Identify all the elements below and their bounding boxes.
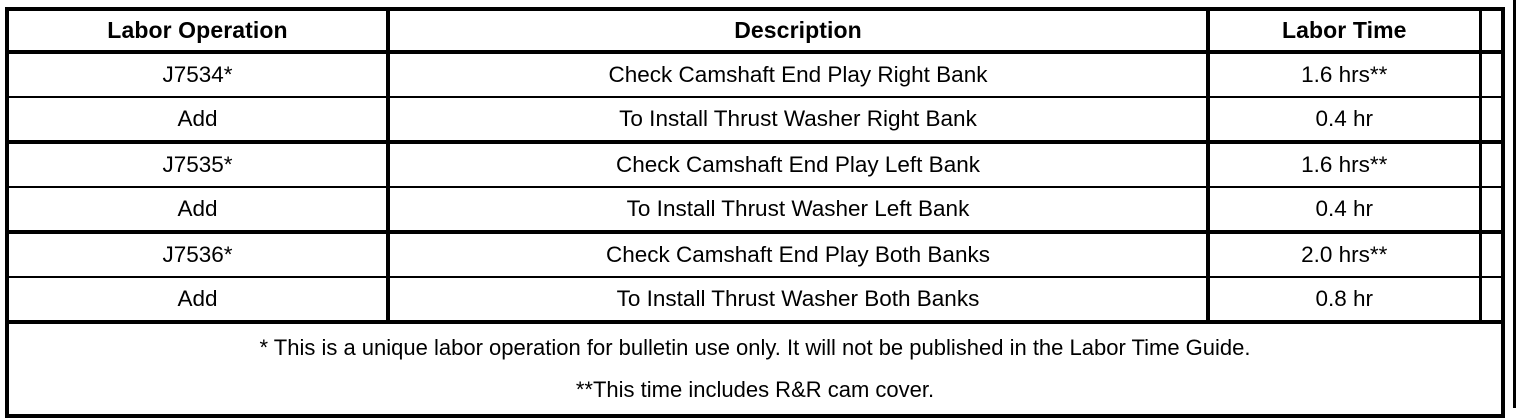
footnote-spacer <box>9 359 1501 379</box>
column-header-description: Description <box>388 9 1210 54</box>
cell-labor-operation: Add <box>7 277 390 324</box>
cell-spacer <box>1480 187 1503 234</box>
column-header-spacer <box>1480 9 1503 54</box>
labor-operations-table: Labor Operation Description Labor Time J… <box>5 7 1505 418</box>
header-row: Labor Operation Description Labor Time <box>7 9 1503 54</box>
cell-description: To Install Thrust Washer Both Banks <box>388 277 1210 324</box>
cell-labor-operation: Add <box>7 187 390 234</box>
footnote-row: * This is a unique labor operation for b… <box>7 322 1503 416</box>
table-header: Labor Operation Description Labor Time <box>7 9 1503 54</box>
table-row: Add To Install Thrust Washer Left Bank 0… <box>7 187 1503 234</box>
table-row: J7534* Check Camshaft End Play Right Ban… <box>7 52 1503 98</box>
cell-labor-operation: J7534* <box>7 52 390 98</box>
page-root: Labor Operation Description Labor Time J… <box>5 0 1516 418</box>
cell-spacer <box>1480 232 1503 278</box>
cell-labor-time: 0.4 hr <box>1208 97 1482 144</box>
cell-description: Check Camshaft End Play Right Bank <box>388 52 1210 98</box>
column-header-labor-time: Labor Time <box>1208 9 1482 54</box>
cell-description: To Install Thrust Washer Right Bank <box>388 97 1210 144</box>
cell-labor-time: 1.6 hrs** <box>1208 142 1482 188</box>
cell-spacer <box>1480 97 1503 144</box>
page-edge-rule <box>1513 0 1516 408</box>
cell-labor-time: 2.0 hrs** <box>1208 232 1482 278</box>
footnote-double-asterisk: **This time includes R&R cam cover. <box>575 377 935 402</box>
cell-description: To Install Thrust Washer Left Bank <box>388 187 1210 234</box>
table-body: J7534* Check Camshaft End Play Right Ban… <box>7 52 1503 416</box>
cell-spacer <box>1480 142 1503 188</box>
footnote-single-asterisk: * This is a unique labor operation for b… <box>259 335 1251 360</box>
cell-description: Check Camshaft End Play Both Banks <box>388 232 1210 278</box>
column-header-labor-operation: Labor Operation <box>7 9 390 54</box>
table-row: J7535* Check Camshaft End Play Left Bank… <box>7 142 1503 188</box>
cell-labor-operation: J7535* <box>7 142 390 188</box>
table-row: J7536* Check Camshaft End Play Both Bank… <box>7 232 1503 278</box>
cell-description: Check Camshaft End Play Left Bank <box>388 142 1210 188</box>
footnotes-block: * This is a unique labor operation for b… <box>7 322 1503 416</box>
cell-labor-operation: Add <box>7 97 390 144</box>
cell-labor-time: 0.8 hr <box>1208 277 1482 324</box>
cell-labor-operation: J7536* <box>7 232 390 278</box>
cell-labor-time: 1.6 hrs** <box>1208 52 1482 98</box>
cell-spacer <box>1480 277 1503 324</box>
table-row: Add To Install Thrust Washer Right Bank … <box>7 97 1503 144</box>
cell-spacer <box>1480 52 1503 98</box>
table-row: Add To Install Thrust Washer Both Banks … <box>7 277 1503 324</box>
cell-labor-time: 0.4 hr <box>1208 187 1482 234</box>
